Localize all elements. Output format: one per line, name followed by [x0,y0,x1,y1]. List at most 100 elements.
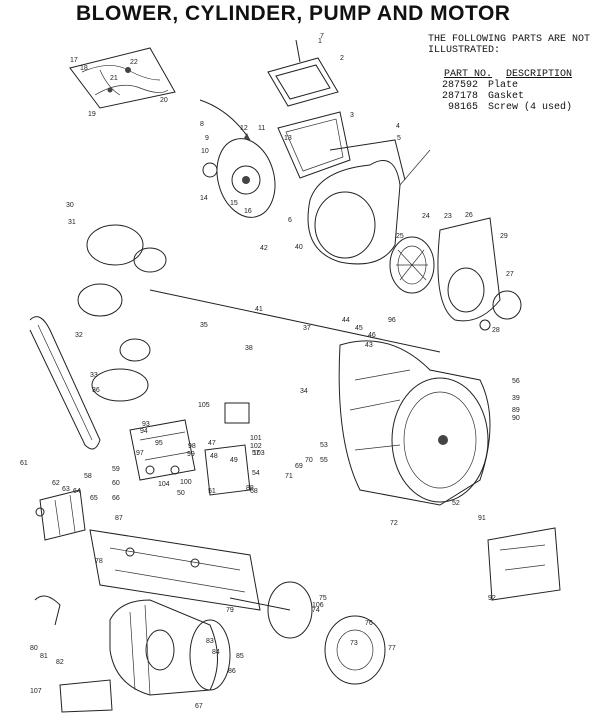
callout-70: 70 [305,457,313,464]
callout-105: 105 [198,402,210,409]
callout-7: 7 [320,33,324,40]
callout-43: 43 [365,342,373,349]
part-description: Plate [488,80,519,91]
callout-61: 61 [20,460,28,467]
callout-10: 10 [201,148,209,155]
callout-41: 41 [255,306,263,313]
callout-6: 6 [288,217,292,224]
callout-37: 37 [303,325,311,332]
callout-99: 99 [187,451,195,458]
callout-49: 49 [230,457,238,464]
callout-34: 34 [300,388,308,395]
control-switches [129,402,251,496]
callout-21: 21 [110,75,118,82]
callout-86: 86 [228,668,236,675]
callout-64: 64 [73,488,81,495]
callout-66: 66 [112,495,120,502]
callout-87: 87 [115,515,123,522]
diagram-title: BLOWER, CYLINDER, PUMP AND MOTOR [76,2,511,25]
callout-39: 39 [512,395,520,402]
callout-73: 73 [350,640,358,647]
callout-3: 3 [350,112,354,119]
callout-80: 80 [30,645,38,652]
parts-not-illustrated-table: THE FOLLOWING PARTS ARE NOT ILLUSTRATED:… [428,34,606,113]
callout-68: 68 [250,488,258,495]
part-description: Screw (4 used) [488,102,573,113]
callout-16: 16 [244,208,252,215]
callout-54: 54 [252,470,260,477]
callout-27: 27 [506,271,514,278]
callout-38: 38 [245,345,253,352]
callout-57: 57 [252,450,260,457]
callout-30: 30 [66,202,74,209]
belt-and-pulleys [29,224,167,450]
left-bracket [35,489,86,541]
callout-100: 100 [180,479,192,486]
callout-75: 75 [319,595,327,602]
callout-labels: 1234567891011121314151617181920212223242… [20,33,520,710]
right-sheet-panel [487,527,561,601]
callout-40: 40 [295,244,303,251]
callout-50: 50 [177,490,185,497]
callout-60: 60 [112,480,120,487]
callout-9: 9 [205,135,209,142]
callout-93: 93 [142,421,150,428]
notes-row: 98165 Screw (4 used) [428,102,606,113]
callout-31: 31 [68,219,76,226]
callout-58: 58 [84,473,92,480]
callout-97: 97 [136,450,144,457]
callout-74: 74 [312,607,320,614]
panel-marks [499,544,546,571]
callout-32: 32 [75,332,83,339]
callout-17: 17 [70,57,78,64]
callout-25: 25 [396,233,404,240]
wiring-inset [69,47,176,109]
callout-5: 5 [397,135,401,142]
callout-48: 48 [210,453,218,460]
motor [109,599,231,696]
callout-28: 28 [492,327,500,334]
callout-91: 91 [478,515,486,522]
callout-42: 42 [260,245,268,252]
callout-96: 96 [388,317,396,324]
notes-header-row: PART NO. DESCRIPTION [428,69,606,80]
callout-62: 62 [52,480,60,487]
callout-11: 11 [258,125,265,132]
part-number: 287592 [441,80,478,91]
base-block [59,679,113,713]
callout-55: 55 [320,457,328,464]
blower-end-plate [202,138,276,218]
callout-90: 90 [512,415,520,422]
notes-row: 287178 Gasket [428,91,606,102]
pump [229,581,386,685]
callout-102: 102 [250,443,262,450]
callout-79: 79 [226,607,234,614]
callout-107: 107 [30,688,42,695]
callout-103: 103 [253,450,265,457]
callout-106: 106 [312,602,324,609]
col-part-no: PART NO. [444,69,493,80]
callout-18: 18 [80,65,88,72]
blower-top-plate [267,39,339,107]
arrow-head [244,133,250,140]
callout-88: 88 [246,485,254,492]
drive-shaft [149,289,441,353]
callout-13: 13 [284,135,292,142]
col-description: DESCRIPTION [506,69,573,80]
callout-104: 104 [158,481,170,488]
callout-82: 82 [56,659,64,666]
callout-71: 71 [285,473,293,480]
cylinder-drum [338,340,491,506]
callout-76: 76 [365,620,373,627]
callout-59: 59 [112,466,120,473]
callout-2: 2 [340,55,344,62]
blower-wheel [389,236,435,294]
callout-36: 36 [92,387,100,394]
leader-arrow [199,99,251,141]
callout-78: 78 [95,558,103,565]
callout-94: 94 [140,428,148,435]
callout-69: 69 [295,463,303,470]
hose-clamp [34,595,61,626]
callout-63: 63 [62,486,70,493]
